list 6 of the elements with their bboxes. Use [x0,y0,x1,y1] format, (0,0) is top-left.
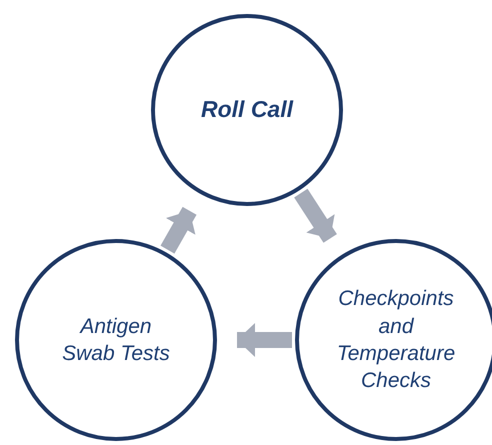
arrow [294,188,337,243]
node-label: Roll Call [200,95,294,124]
node-label: Checkpoints and Temperature Checks [336,286,456,394]
node-label: Antigen Swab Tests [61,314,171,367]
arrow [160,206,197,254]
arrow [237,323,292,357]
